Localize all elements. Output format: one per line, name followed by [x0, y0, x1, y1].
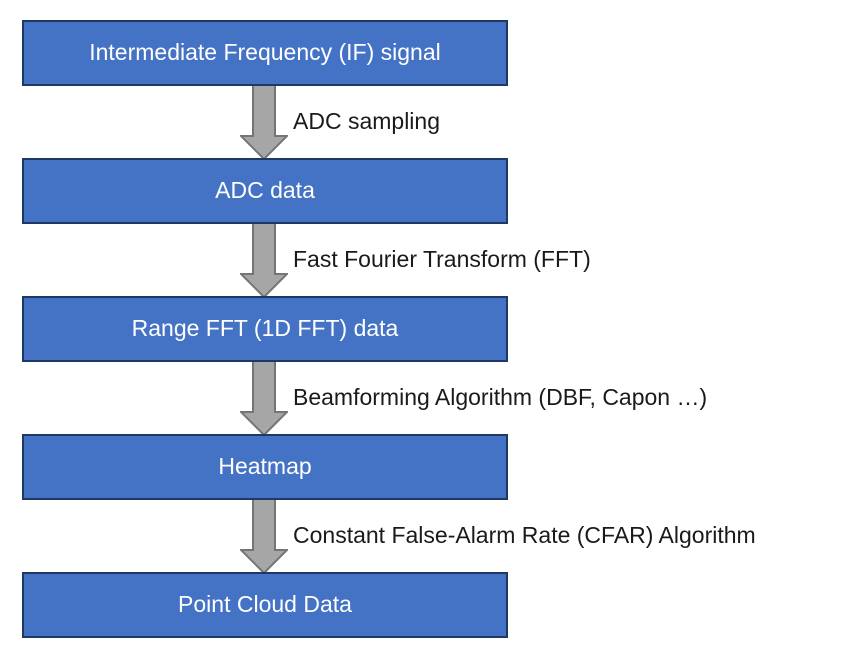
flow-box-label: Intermediate Frequency (IF) signal — [89, 39, 441, 66]
down-arrow-icon — [240, 222, 288, 298]
transition-label-fft: Fast Fourier Transform (FFT) — [293, 246, 591, 273]
down-arrow-shape — [240, 222, 288, 298]
transition-label-beamforming: Beamforming Algorithm (DBF, Capon …) — [293, 384, 708, 411]
flow-box-adc-data: ADC data — [22, 158, 508, 224]
down-arrow-shape — [240, 84, 288, 160]
transition-label-adc-sampling: ADC sampling — [293, 108, 440, 135]
flow-box-if-signal: Intermediate Frequency (IF) signal — [22, 20, 508, 86]
flow-box-label: Point Cloud Data — [178, 591, 352, 618]
flow-box-heatmap: Heatmap — [22, 434, 508, 500]
down-arrow-icon — [240, 84, 288, 160]
flow-box-label: ADC data — [215, 177, 315, 204]
flow-box-label: Heatmap — [218, 453, 312, 480]
down-arrow-shape — [240, 498, 288, 574]
down-arrow-icon — [240, 498, 288, 574]
flow-box-point-cloud-data: Point Cloud Data — [22, 572, 508, 638]
flow-box-range-fft-data: Range FFT (1D FFT) data — [22, 296, 508, 362]
flow-box-label: Range FFT (1D FFT) data — [131, 315, 399, 342]
down-arrow-shape — [240, 360, 288, 436]
transition-label-cfar: Constant False-Alarm Rate (CFAR) Algorit… — [293, 522, 756, 549]
down-arrow-icon — [240, 360, 288, 436]
